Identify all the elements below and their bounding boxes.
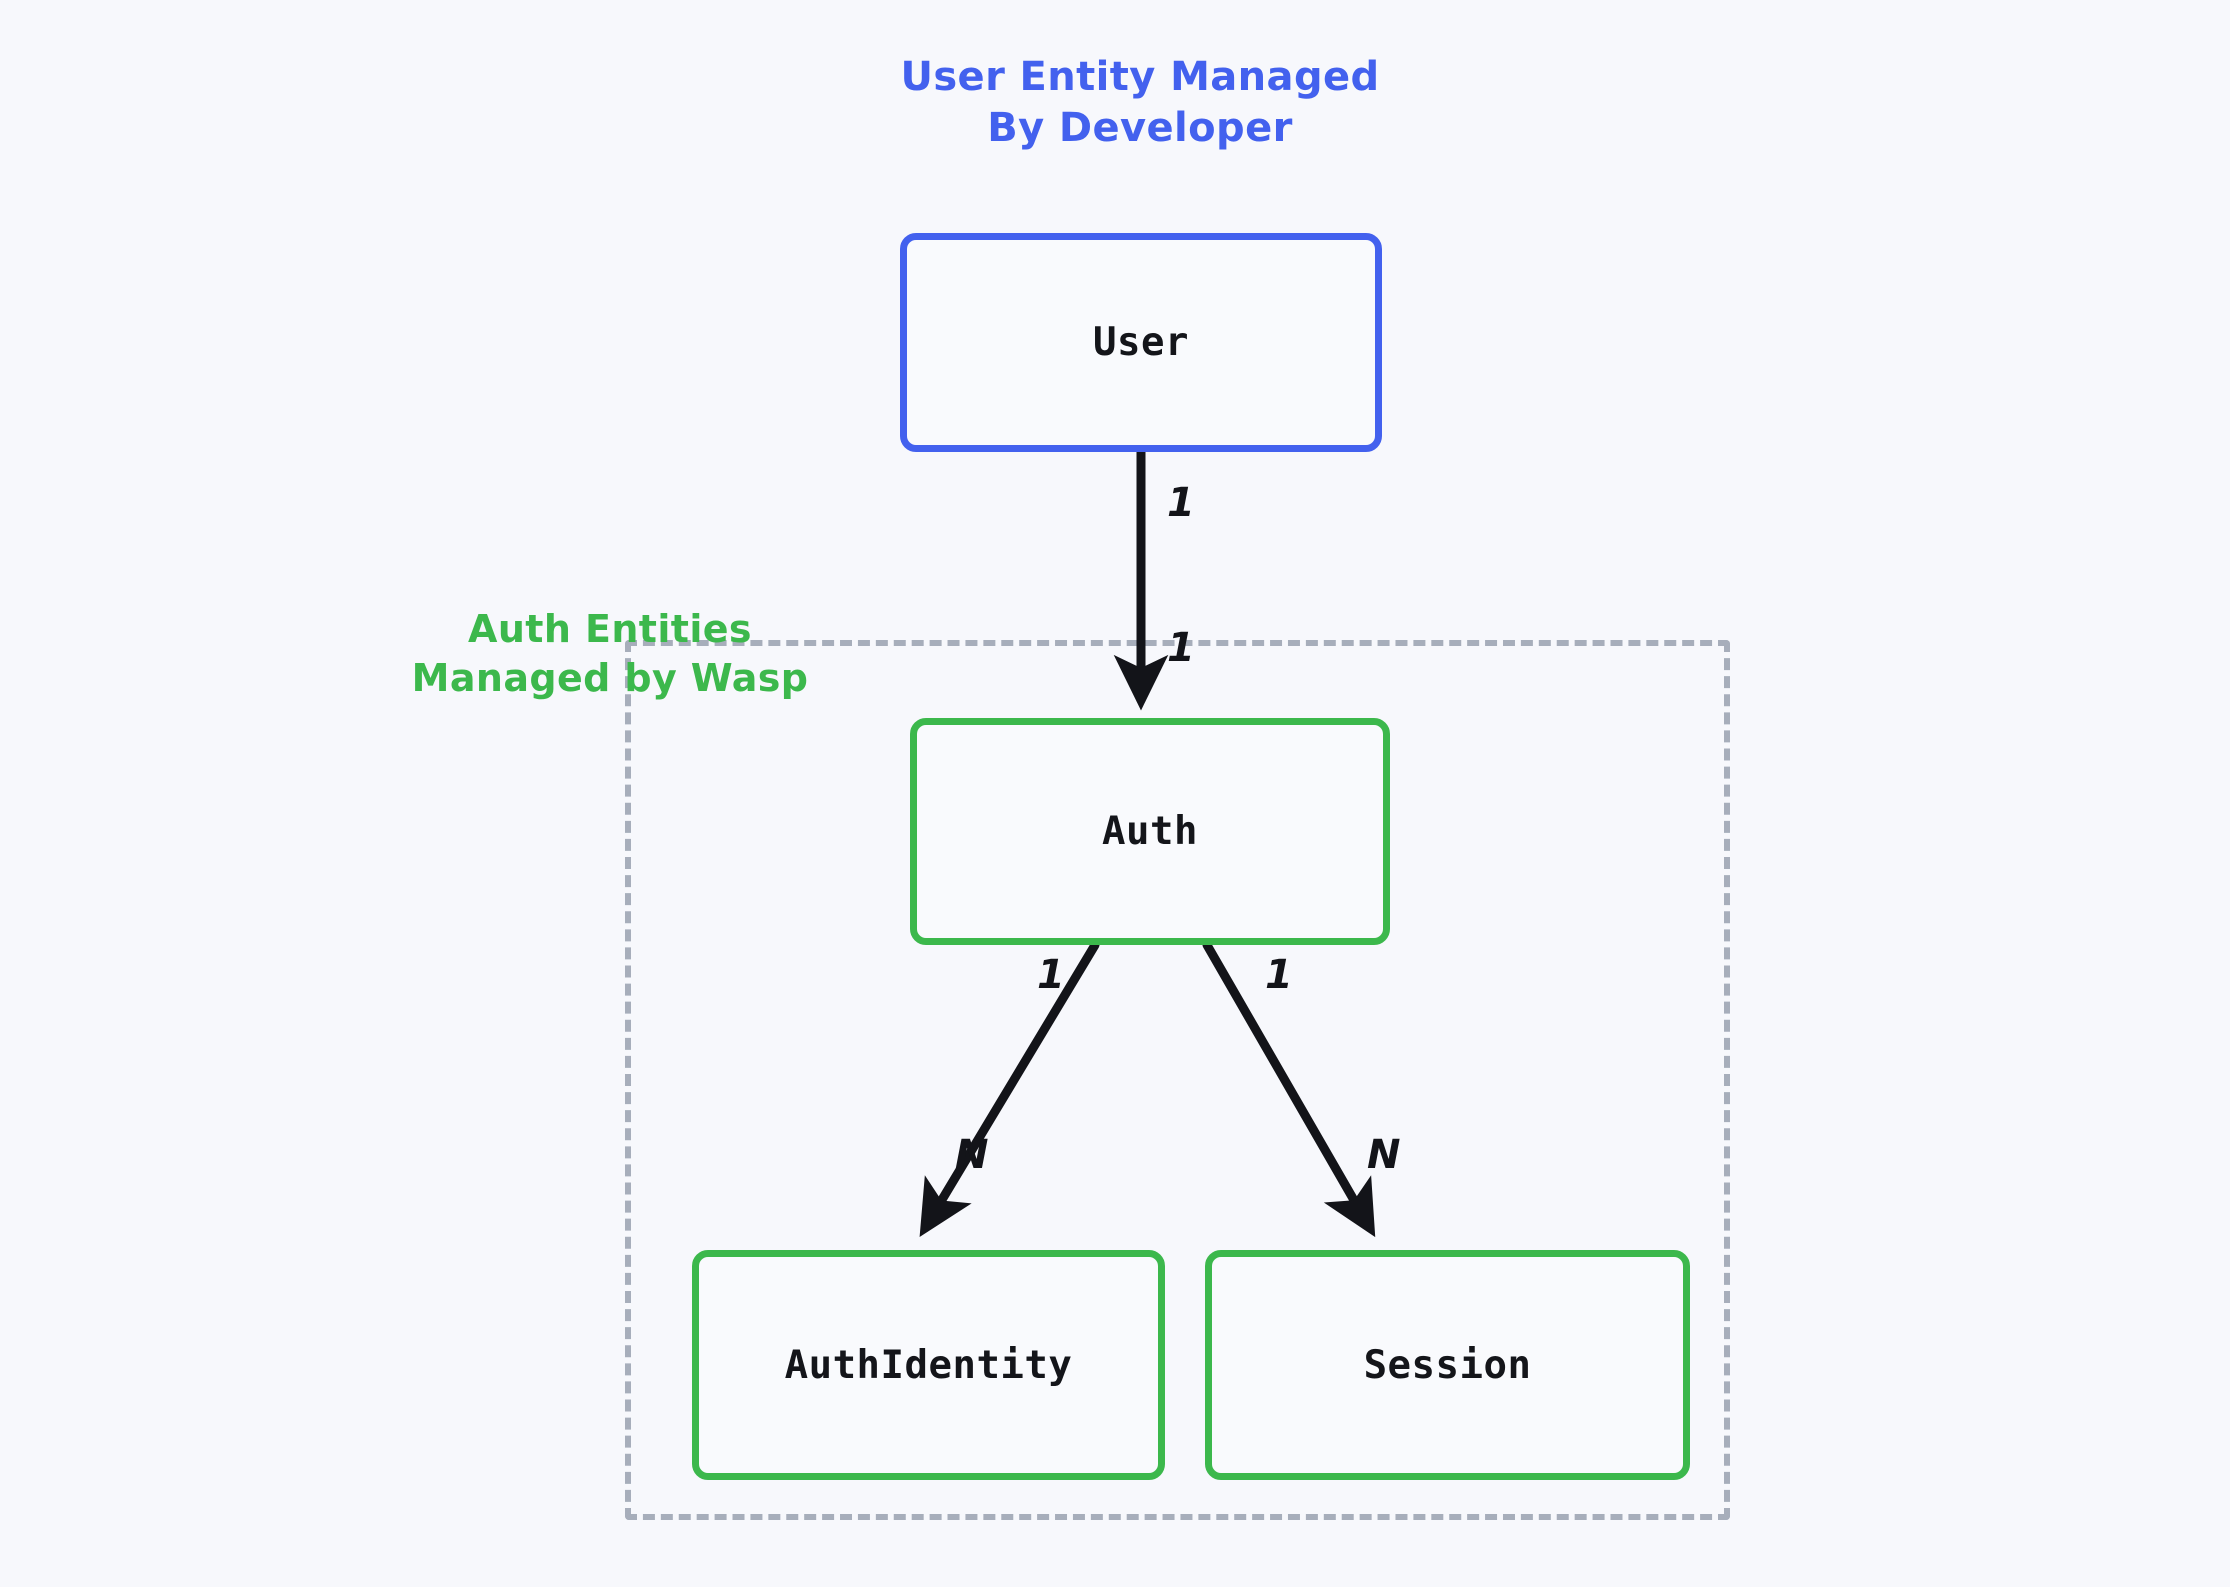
entity-node-session[interactable]: Session	[1205, 1250, 1690, 1480]
entity-node-auth-label: Auth	[1102, 809, 1198, 854]
entity-node-auth[interactable]: Auth	[910, 718, 1390, 945]
entity-node-session-label: Session	[1363, 1342, 1532, 1388]
edge-label-user-auth-target: 1	[1167, 625, 1195, 671]
entity-node-authidentity-label: AuthIdentity	[784, 1342, 1073, 1388]
entity-node-user[interactable]: User	[900, 233, 1382, 452]
page-title: User Entity Managed By Developer	[900, 54, 1380, 152]
edge-label-auth-authidentity-target: N	[955, 1132, 989, 1178]
edge-label-auth-session-target: N	[1367, 1132, 1401, 1178]
entity-node-authidentity[interactable]: AuthIdentity	[692, 1250, 1165, 1480]
auth-entities-group-box	[625, 640, 1730, 1520]
edge-label-auth-session-source: 1	[1265, 952, 1293, 998]
edge-label-user-auth-source: 1	[1167, 480, 1195, 526]
auth-entities-group-label: Auth Entities Managed by Wasp	[411, 607, 809, 700]
entity-node-user-label: User	[1093, 320, 1189, 365]
edge-label-auth-authidentity-source: 1	[1037, 952, 1065, 998]
